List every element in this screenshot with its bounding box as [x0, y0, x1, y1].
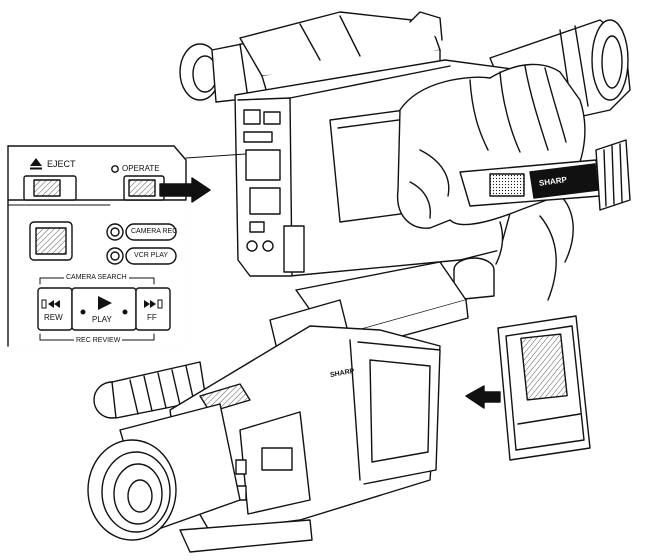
rewind-icon — [48, 300, 60, 308]
camera-rec-label-box — [125, 223, 177, 241]
arrow-right-icon — [159, 177, 211, 203]
operate-indicator — [111, 165, 119, 173]
vcr-play-label: VCR PLAY — [134, 252, 169, 259]
fast-forward-icon — [144, 300, 156, 308]
play-label: PLAY — [92, 315, 112, 324]
eject-icon — [30, 158, 42, 166]
camera-rec-label: CAMERA REC — [131, 228, 178, 235]
camera-bottom — [87, 257, 495, 553]
camera-search-label: CAMERA SEARCH — [64, 274, 129, 281]
rec-review-label: REC REVIEW — [74, 337, 123, 344]
play-icon — [98, 296, 112, 310]
control-panel-inset — [7, 145, 247, 347]
ff-button[interactable] — [135, 287, 171, 331]
eject-label: EJECT — [47, 159, 76, 169]
camera-top — [179, 11, 631, 277]
rew-label: REW — [44, 313, 63, 322]
arrow-left-icon — [465, 385, 501, 409]
battery-pack — [465, 315, 591, 461]
ff-label: FF — [147, 313, 157, 322]
vcr-play-label-box — [125, 247, 177, 265]
operate-label: OPERATE — [122, 164, 160, 173]
rew-button[interactable] — [37, 287, 73, 331]
eject-bar — [30, 167, 42, 170]
